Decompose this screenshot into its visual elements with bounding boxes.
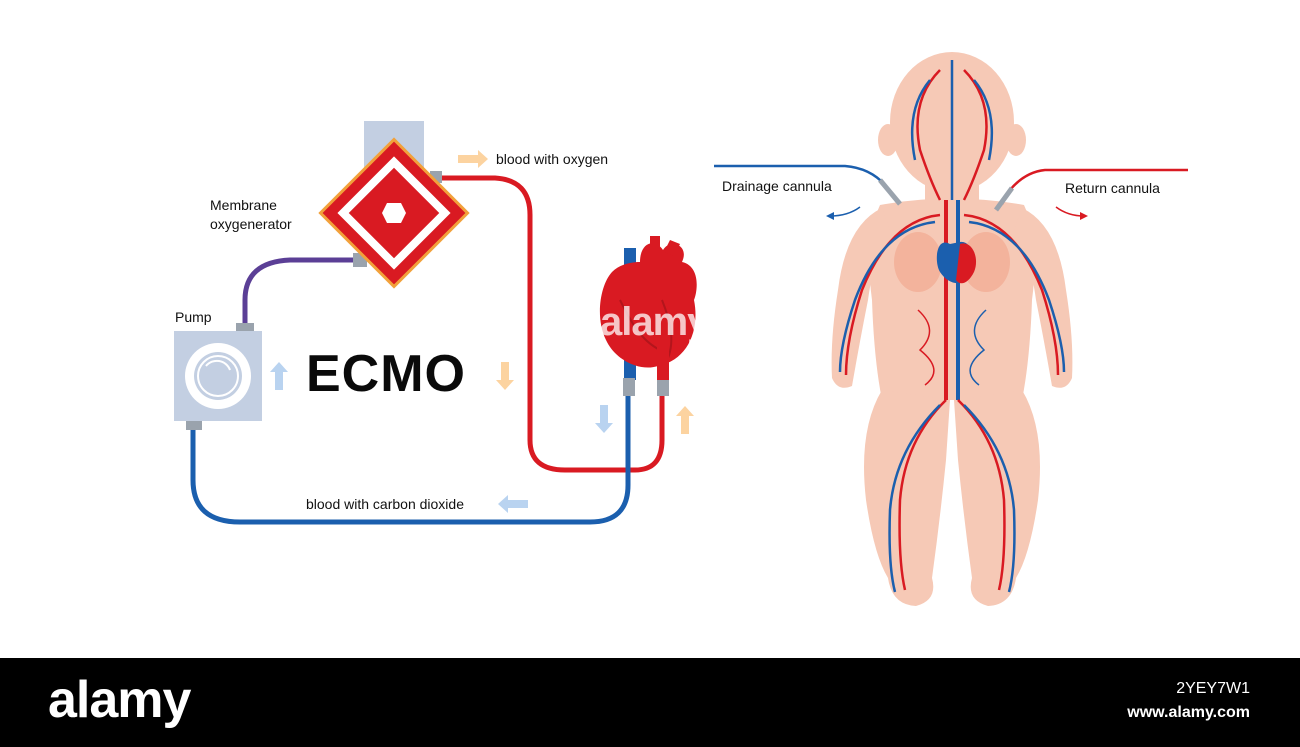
blue-tube	[190, 395, 631, 525]
drainage-arrow	[829, 206, 861, 217]
alamy-logo[interactable]: alamy	[48, 671, 191, 729]
footer-bar: alamy 2YEY7W1 www.alamy.com	[0, 658, 1300, 747]
arrow-co2-left	[498, 495, 528, 513]
red-tube	[440, 175, 665, 473]
pump-label: Pump	[175, 309, 212, 325]
blood-vessels	[838, 60, 1066, 593]
co2-flow-label: blood with carbon dioxide	[306, 496, 464, 512]
ecmo-title: ECMO	[306, 345, 466, 403]
membrane-label: Membrane oxygenerator	[210, 196, 292, 234]
diagram-canvas: Membrane oxygenerator Pump blood with ox…	[174, 52, 1188, 606]
arrow-down-blue	[595, 405, 613, 433]
watermark: alamy	[600, 300, 709, 344]
return-arrow-head	[1080, 212, 1088, 220]
drainage-cannula-tip	[878, 178, 902, 206]
return-cannula-label: Return cannula	[1065, 180, 1160, 196]
arrow-up-orange	[676, 406, 694, 434]
return-arrow	[1055, 206, 1085, 217]
ecmo-diagram	[174, 52, 1188, 606]
arrow-down-orange	[496, 362, 514, 390]
return-cannula-tip	[993, 186, 1015, 212]
membrane-oxygenator	[318, 121, 470, 289]
purple-tube	[242, 257, 355, 328]
rotation-icon	[205, 359, 231, 371]
oxygen-flow-label: blood with oxygen	[496, 151, 609, 167]
site-url[interactable]: www.alamy.com	[1127, 704, 1250, 721]
infant-heart	[936, 241, 977, 284]
flow-arrows	[270, 150, 694, 513]
arrow-pump-up	[270, 362, 288, 390]
membrane-label-line1: Membrane	[210, 197, 277, 213]
drainage-arrow-head	[826, 212, 834, 220]
oxygenator-core-icon	[382, 203, 406, 223]
heart	[599, 236, 697, 396]
membrane-label-line2: oxygenerator	[210, 216, 292, 232]
pump	[174, 323, 262, 430]
arrow-oxygen-right	[458, 150, 488, 168]
image-id: 2YEY7W1	[1176, 680, 1250, 697]
drainage-cannula-label: Drainage cannula	[722, 178, 832, 194]
